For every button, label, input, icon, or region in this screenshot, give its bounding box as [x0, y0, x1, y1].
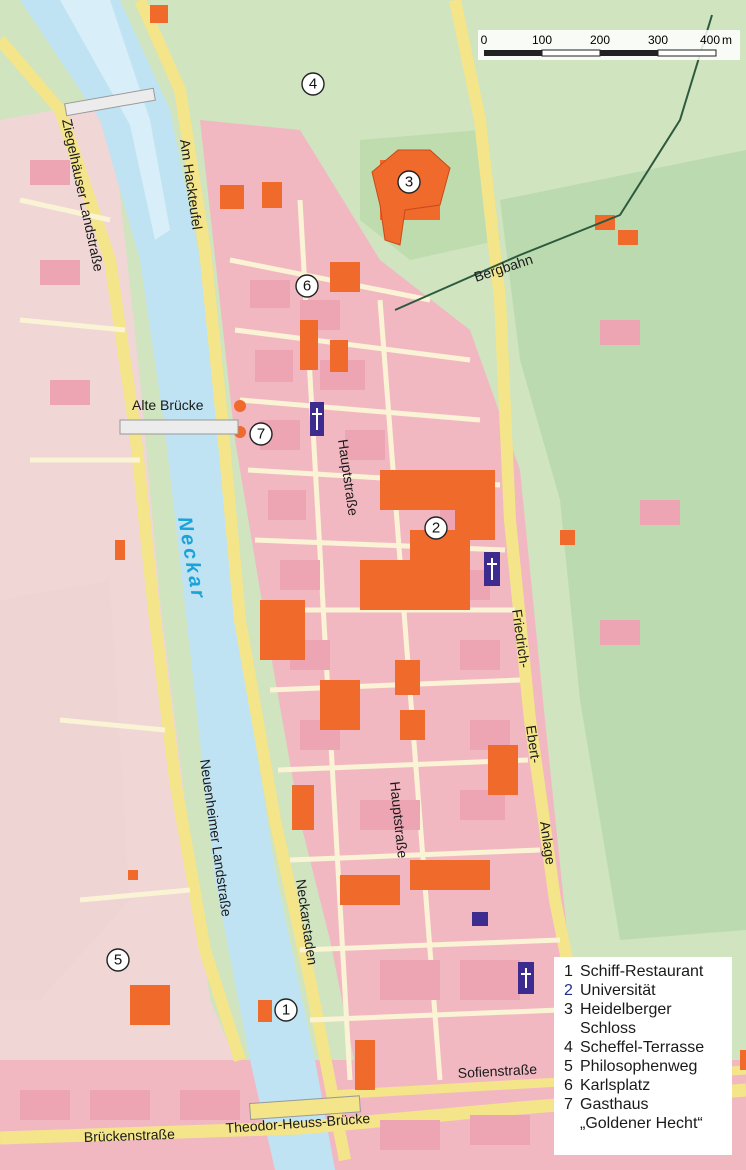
label-anlage: Anlage	[537, 820, 559, 866]
scale-segment	[484, 50, 542, 56]
marker-4[interactable]: 4	[301, 72, 325, 96]
legend-number: 7	[564, 1096, 573, 1113]
svg-text:3: 3	[405, 174, 413, 191]
scale-tick-300: 300	[648, 33, 668, 47]
legend-number: 2	[564, 982, 573, 999]
forest-area	[500, 150, 746, 940]
legend-item: 1 Schiff-Restaurant	[564, 962, 726, 981]
scale-bar: 0 100 200 300 400 m	[478, 30, 740, 60]
svg-text:5: 5	[114, 952, 122, 969]
marker-3[interactable]: 3	[397, 170, 421, 194]
legend-item: 5 Philosophenweg	[564, 1057, 726, 1076]
legend-text: Philosophenweg	[580, 1058, 698, 1075]
svg-text:2: 2	[432, 520, 440, 537]
legend-item: 6 Karlsplatz	[564, 1076, 726, 1095]
legend-number	[564, 1114, 580, 1133]
scale-unit: m	[722, 33, 732, 47]
label-alte-bruecke: Alte Brücke	[132, 397, 204, 413]
legend-item: 2 Universität	[564, 981, 726, 1000]
label-brueckenstrasse: Brückenstraße	[84, 1126, 176, 1145]
river-neckar	[20, 0, 335, 1170]
church-symbols	[310, 402, 534, 994]
marker-2[interactable]: 2	[424, 516, 448, 540]
legend-number: 3	[564, 1001, 573, 1018]
road-friedrich-ebert	[449, 0, 581, 1002]
legend-number: 4	[564, 1039, 573, 1056]
legend-item: 4 Scheffel-Terrasse	[564, 1038, 726, 1057]
legend-text: Schiff-Restaurant	[580, 963, 704, 980]
svg-text:4: 4	[309, 76, 317, 93]
legend-text: Karlsplatz	[580, 1077, 651, 1094]
road-ziegelhaeuser	[0, 36, 246, 1062]
legend: 1 Schiff-Restaurant 2 Universität 3 Heidelber…	[554, 957, 732, 1155]
legend-number: 6	[564, 1077, 573, 1094]
label-sofienstrasse: Sofienstraße	[457, 1061, 537, 1081]
legend-number	[564, 1019, 580, 1038]
legend-item: „Goldener Hecht“	[564, 1114, 726, 1133]
scale-tick-200: 200	[590, 33, 610, 47]
marker-1[interactable]: 1	[274, 998, 298, 1022]
castle-outline	[371, 149, 451, 246]
marker-7[interactable]: 7	[249, 422, 273, 446]
legend-number: 5	[564, 1058, 573, 1075]
svg-text:1: 1	[282, 1002, 290, 1019]
road-am-haeckteufel	[134, 0, 351, 1162]
legend-item: 3 Heidelberger	[564, 1000, 726, 1019]
scale-segment	[541, 49, 601, 57]
legend-text: Schloss	[580, 1020, 637, 1037]
legend-text: Gasthaus	[580, 1096, 649, 1113]
legend-text: Heidelberger	[580, 1001, 672, 1018]
scale-tick-400: 400	[700, 33, 720, 47]
scale-tick-100: 100	[532, 33, 552, 47]
theodor-heuss-bruecke	[249, 1095, 361, 1121]
legend-item: 7 Gasthaus	[564, 1095, 726, 1114]
scale-segment	[657, 49, 717, 57]
legend-text: Scheffel-Terrasse	[580, 1039, 705, 1056]
marker-5[interactable]: 5	[106, 948, 130, 972]
svg-text:6: 6	[303, 278, 311, 295]
scale-tick-0: 0	[481, 33, 488, 47]
legend-text: „Goldener Hecht“	[580, 1115, 703, 1132]
marker-6[interactable]: 6	[295, 274, 319, 298]
svg-text:7: 7	[257, 426, 265, 443]
bergbahn-line	[394, 14, 713, 311]
label-ebert: Ebert-	[523, 724, 544, 764]
legend-number: 1	[564, 963, 573, 980]
legend-item: Schloss	[564, 1019, 726, 1038]
legend-text: Universität	[580, 982, 656, 999]
alte-bruecke	[64, 87, 239, 435]
river-channel	[60, 0, 170, 240]
scale-segment	[600, 50, 658, 56]
